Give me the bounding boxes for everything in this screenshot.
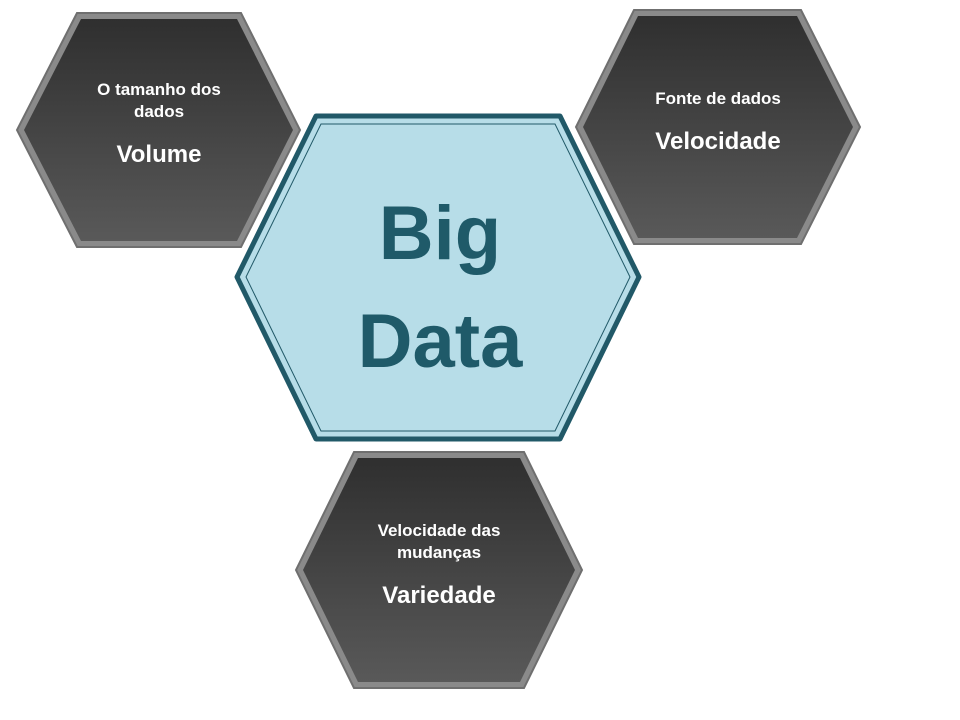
variedade-description: Velocidade das mudanças — [377, 521, 501, 562]
big-data-line1: Big — [378, 191, 502, 276]
volume-label: O tamanho dos dados Volume — [78, 79, 240, 169]
velocidade-description: Fonte de dados — [655, 89, 781, 108]
big-data-title: Big Data — [300, 180, 580, 396]
velocidade-hexagon — [574, 9, 862, 245]
volume-description: O tamanho dos dados — [97, 80, 221, 121]
big-data-line2: Data — [357, 299, 523, 384]
variedade-label: Velocidade das mudanças Variedade — [354, 520, 524, 610]
variedade-hexagon — [294, 451, 584, 689]
variedade-title: Variedade — [382, 582, 496, 609]
velocidade-title: Velocidade — [655, 128, 781, 155]
volume-title: Volume — [116, 141, 202, 168]
velocidade-label: Fonte de dados Velocidade — [628, 88, 808, 156]
volume-hexagon — [15, 12, 302, 248]
big-data-hexagon — [234, 113, 642, 442]
